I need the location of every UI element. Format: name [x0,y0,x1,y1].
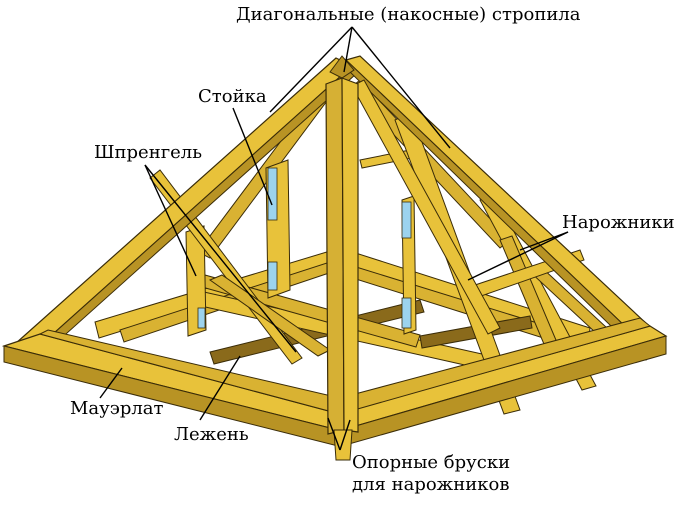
label-truss: Шпренгель [94,142,203,163]
strap-plate [267,261,278,291]
label-diagonal-rafters: Диагональные (накосные) стропила [236,4,581,25]
leader-line [327,417,341,451]
mauerlat-front [1,317,668,447]
leader-line [269,26,353,113]
leader-line [144,164,297,353]
leader-line [199,355,241,421]
label-jack-rafters: Нарожники [562,212,675,233]
posts [185,159,417,337]
strap-plate [401,297,412,329]
hip-rafter-inner [351,79,501,335]
strap-plate [267,167,278,221]
central-post [325,55,359,461]
label-support-bars-line1: Опорные бруски [352,452,511,473]
central-post-side [341,77,359,433]
leader-line [467,231,569,281]
central-post-front [325,77,345,435]
leader-lines [99,26,569,451]
label-support-bars-line2: для нарожников [352,474,510,495]
leader-line [339,419,351,451]
leader-line [232,107,273,206]
strap-plate [197,307,206,329]
label-mauerlat: Мауэрлат [70,398,164,419]
strap-plate [401,201,412,239]
leader-line [343,26,353,73]
label-post: Стойка [198,86,267,107]
leader-line [144,164,197,277]
support-bar-bottom [333,429,353,461]
central-post-top [329,55,355,79]
leader-line [351,26,451,149]
hip-rafters [4,55,665,369]
leader-line [99,367,123,399]
label-sill: Лежень [174,424,249,445]
leader-line [519,231,569,251]
